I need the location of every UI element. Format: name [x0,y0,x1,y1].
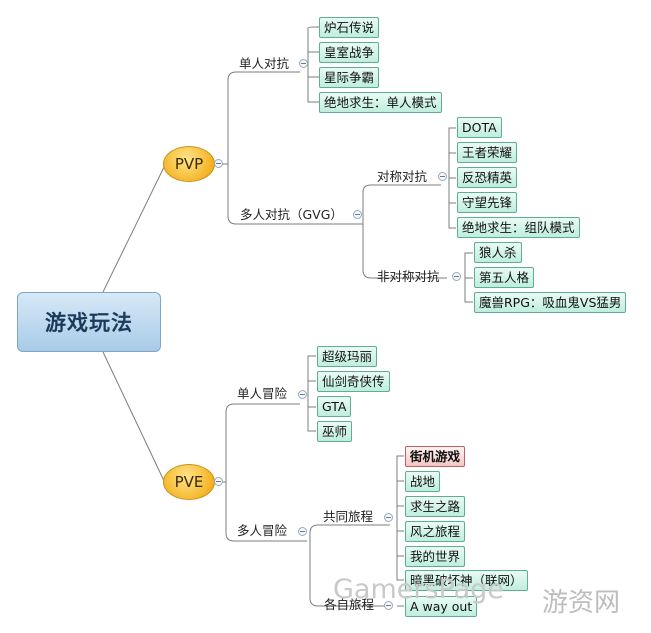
leaf-diablo-online[interactable]: 暗黑破坏神（联网） [405,570,528,591]
symmetric-label[interactable]: 对称对抗 [377,169,428,184]
leaf-honor-of-kings[interactable]: 王者荣耀 [457,142,518,163]
shared-journey-label[interactable]: 共同旅程 [323,509,374,524]
pve-single-collapse-icon[interactable] [298,390,307,399]
separate-journey-collapse-icon[interactable] [384,601,393,610]
leaf-werewolf[interactable]: 狼人杀 [474,242,522,263]
asymmetric-collapse-icon[interactable] [452,272,461,281]
pvp-single-collapse-icon[interactable] [299,59,308,68]
leaf-minecraft[interactable]: 我的世界 [405,546,466,567]
pve-node[interactable]: PVE [163,464,215,500]
pvp-node[interactable]: PVP [163,146,215,182]
leaf-chinese-paladin[interactable]: 仙剑奇侠传 [317,371,390,392]
pvp-collapse-icon[interactable] [214,159,223,168]
leaf-gta[interactable]: GTA [317,396,352,417]
leaf-a-way-out[interactable]: A way out [405,596,478,617]
leaf-hearthstone[interactable]: 炉石传说 [319,17,380,38]
leaf-witcher[interactable]: 巫师 [317,421,353,442]
watermark-text: GamersPage [333,574,504,605]
pve-multi-label[interactable]: 多人冒险 [237,523,288,538]
leaf-dota[interactable]: DOTA [457,117,502,138]
pve-multi-collapse-icon[interactable] [298,527,307,536]
leaf-clash-royale[interactable]: 皇室战争 [319,42,380,63]
leaf-overwatch[interactable]: 守望先锋 [457,192,518,213]
watermark-logo-text: 游资网 [542,588,621,618]
leaf-warcraft-rpg[interactable]: 魔兽RPG：吸血鬼VS猛男 [474,292,627,313]
shared-journey-collapse-icon[interactable] [384,513,393,522]
leaf-journey[interactable]: 风之旅程 [405,521,466,542]
leaf-starcraft[interactable]: 星际争霸 [319,67,380,88]
root-node[interactable]: 游戏玩法 [17,292,161,352]
symmetric-collapse-icon[interactable] [438,172,447,181]
pvp-multi-label[interactable]: 多人对抗（GVG） [240,207,343,222]
asymmetric-label[interactable]: 非对称对抗 [377,269,440,284]
leaf-super-mario[interactable]: 超级玛丽 [317,346,378,367]
leaf-battlefield[interactable]: 战地 [405,471,441,492]
pve-single-label[interactable]: 单人冒险 [237,386,288,401]
pve-collapse-icon[interactable] [214,477,223,486]
leaf-left-4-dead[interactable]: 求生之路 [405,496,466,517]
leaf-pubg-squad[interactable]: 绝地求生：组队模式 [457,217,580,238]
leaf-counter-strike[interactable]: 反恐精英 [457,167,518,188]
separate-journey-label[interactable]: 各自旅程 [324,597,375,612]
leaf-pubg-solo[interactable]: 绝地求生：单人模式 [319,92,442,113]
leaf-identity-v[interactable]: 第五人格 [474,267,535,288]
pvp-single-label[interactable]: 单人对抗 [239,56,290,71]
leaf-arcade-games[interactable]: 街机游戏 [405,446,466,467]
pvp-multi-collapse-icon[interactable] [353,210,362,219]
